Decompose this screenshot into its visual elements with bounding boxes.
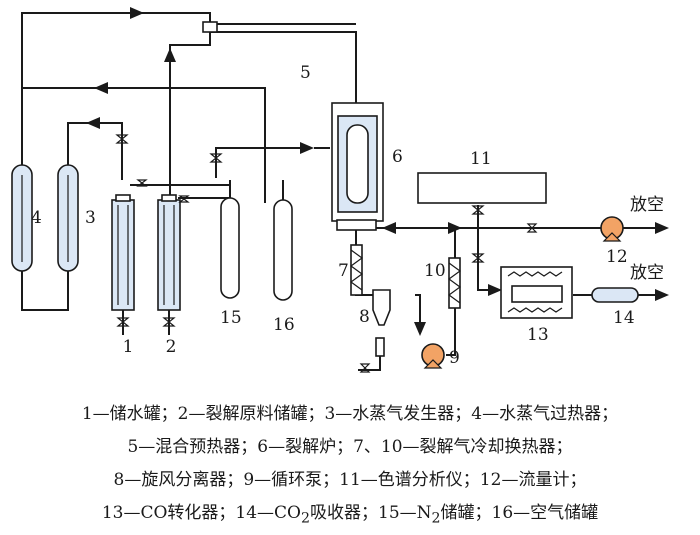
gc-analyzer-11 [417, 172, 547, 215]
caption-line-4-sub-1: 2 [300, 510, 310, 527]
label-2: 2 [166, 337, 177, 357]
valves-right [471, 223, 538, 263]
raw-material-tank-2 [157, 194, 181, 335]
caption-line-4-part-b: 吸收器；15—N [310, 503, 432, 523]
label-1: 1 [123, 337, 134, 357]
label-12: 12 [606, 247, 628, 267]
caption-line-4-sub-2: 2 [431, 510, 441, 527]
steam-superheater-4 [11, 164, 33, 272]
label-5: 5 [300, 63, 311, 83]
label-15: 15 [220, 308, 242, 328]
caption-line-2: 5—混合预热器；6—裂解炉；7、10—裂解气冷却换热器； [127, 437, 573, 457]
label-4: 4 [31, 208, 42, 228]
label-9: 9 [449, 348, 460, 368]
label-7: 7 [338, 261, 349, 281]
caption-line-4-part-c: 储罐；16—空气储罐 [440, 503, 599, 523]
label-13: 13 [527, 325, 549, 345]
flowmeter-12 [600, 216, 624, 242]
cracking-furnace-6 [331, 102, 384, 231]
label-6: 6 [392, 147, 403, 167]
circulation-pump-9 [421, 343, 445, 369]
caption-line-1: 1—储水罐；2—裂解原料储罐；3—水蒸气发生器；4—水蒸气过热器； [81, 404, 619, 424]
vent-label-bottom: 放空 [630, 263, 664, 283]
co-converter-13 [500, 266, 573, 319]
legend-caption: 1—储水罐；2—裂解原料储罐；3—水蒸气发生器；4—水蒸气过热器； 5—混合预热… [0, 398, 700, 535]
label-3: 3 [85, 208, 96, 228]
air-tank-16 [273, 190, 293, 301]
process-flow-diagram: 1 2 3 4 5 6 7 8 9 10 11 12 13 14 15 16 放… [11, 7, 669, 373]
caption-line-4: 13—CO转化器；14—CO2吸收器；15—N2储罐；16—空气储罐 [0, 497, 700, 535]
mixing-preheater-5 [202, 21, 218, 33]
steam-generator-3 [57, 164, 79, 272]
label-16: 16 [273, 315, 295, 335]
label-8: 8 [359, 307, 370, 327]
label-14: 14 [613, 308, 635, 328]
caption-line-3: 8—旋风分离器；9—循环泵；11—色谱分析仪；12—流量计； [113, 470, 587, 490]
water-tank-1 [111, 194, 135, 335]
vent-label-top: 放空 [630, 195, 664, 215]
cooler-10 [447, 257, 462, 309]
co2-absorber-14 [591, 287, 639, 303]
equipment-labels: 1 2 3 4 5 6 7 8 9 10 11 12 13 14 15 16 放… [31, 63, 664, 368]
caption-line-4-part-a: 13—CO转化器；14—CO [101, 503, 301, 523]
label-10: 10 [424, 261, 446, 281]
cyclone-separator-8 [359, 289, 391, 373]
valves-upper [115, 134, 223, 203]
n2-tank-15 [220, 188, 240, 299]
cooler-7 [349, 244, 364, 296]
label-11: 11 [470, 149, 492, 169]
